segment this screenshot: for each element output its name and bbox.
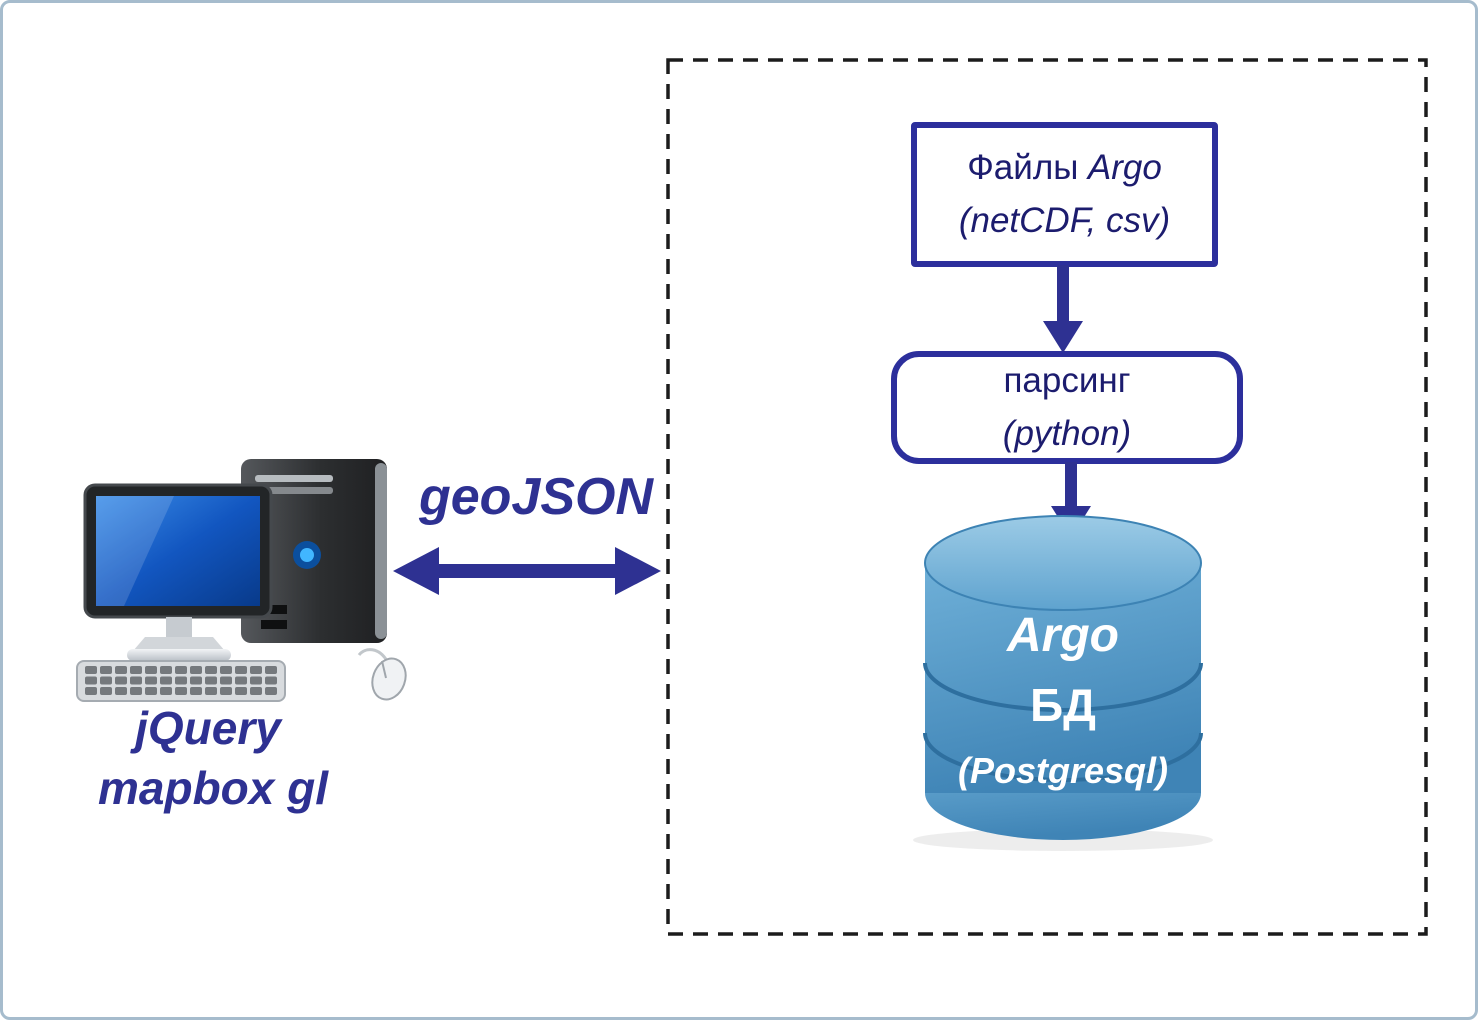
db-label-bd: БД [1030,679,1096,731]
geojson-label: geoJSON [418,468,654,526]
db-label-argo: Argo [1006,609,1119,662]
parsing-line1: парсинг [1003,361,1131,400]
parsing-line2: (python) [1002,413,1132,453]
monitor-icon [83,483,273,661]
db-label-postgresql: (Postgresql) [958,750,1168,791]
server-boundary [666,58,1428,936]
db-seam-1 [923,662,1203,712]
argo-files-line2: (netCDF, csv) [958,200,1171,240]
keyboard-icon [76,660,286,702]
bidirectional-arrow-icon [393,547,661,595]
client-label-jquery: jQuery [135,702,281,754]
parsing-node: парсинг (python) [891,351,1243,464]
client-label-mapbox: mapbox gl [97,762,329,814]
db-top-ellipse [924,515,1202,611]
tower-icon [241,459,387,643]
arrow-files-to-parsing-icon [1043,265,1083,353]
mouse-icon [357,648,407,701]
database-cylinder: Argo БД (Postgresql) [913,515,1213,851]
computer-illustration [76,459,407,702]
db-seam-2 [923,732,1203,782]
